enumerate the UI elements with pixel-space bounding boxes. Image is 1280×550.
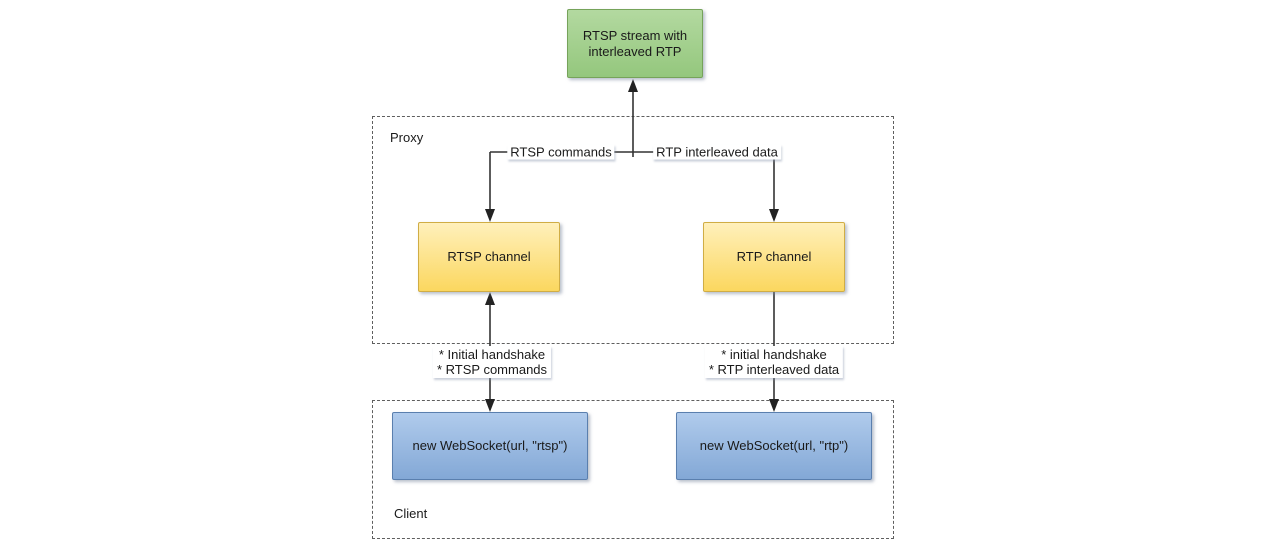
node-rtsp-channel-label: RTSP channel — [447, 249, 531, 264]
node-rtsp-channel: RTSP channel — [418, 222, 560, 292]
node-websocket-rtsp: new WebSocket(url, "rtsp") — [392, 412, 588, 480]
node-rtsp-stream: RTSP stream with interleaved RTP — [567, 9, 703, 78]
edge-annotation-ws-rtsp: * Initial handshake * RTSP commands — [432, 346, 552, 378]
node-rtp-channel-label: RTP channel — [736, 249, 812, 264]
node-websocket-rtp: new WebSocket(url, "rtp") — [676, 412, 872, 480]
node-rtsp-stream-line1: RTSP stream with — [582, 27, 688, 43]
client-group-label: Client — [394, 506, 428, 521]
node-rtp-channel: RTP channel — [703, 222, 845, 292]
edge-label-rtsp-commands: RTSP commands — [507, 144, 615, 160]
edge-label-rtp-interleaved-data: RTP interleaved data — [653, 144, 781, 160]
node-rtsp-stream-line2: interleaved RTP — [588, 43, 682, 59]
edge-annotation-ws-rtsp-line2: * RTSP commands — [436, 362, 548, 377]
node-websocket-rtsp-label: new WebSocket(url, "rtsp") — [412, 438, 568, 453]
edge-annotation-ws-rtp-line1: * initial handshake — [721, 347, 827, 362]
node-rtsp-stream-label: RTSP stream with interleaved RTP — [583, 28, 687, 60]
node-websocket-rtp-label: new WebSocket(url, "rtp") — [699, 438, 849, 453]
edge-annotation-ws-rtsp-line1: * Initial handshake — [438, 347, 546, 362]
proxy-group-label: Proxy — [390, 130, 424, 145]
arrowhead-up-stream — [628, 79, 638, 92]
edge-annotation-ws-rtp-line2: * RTP interleaved data — [708, 362, 840, 377]
edge-annotation-ws-rtp: * initial handshake * RTP interleaved da… — [704, 346, 844, 378]
client-group-box: Client — [372, 400, 894, 539]
